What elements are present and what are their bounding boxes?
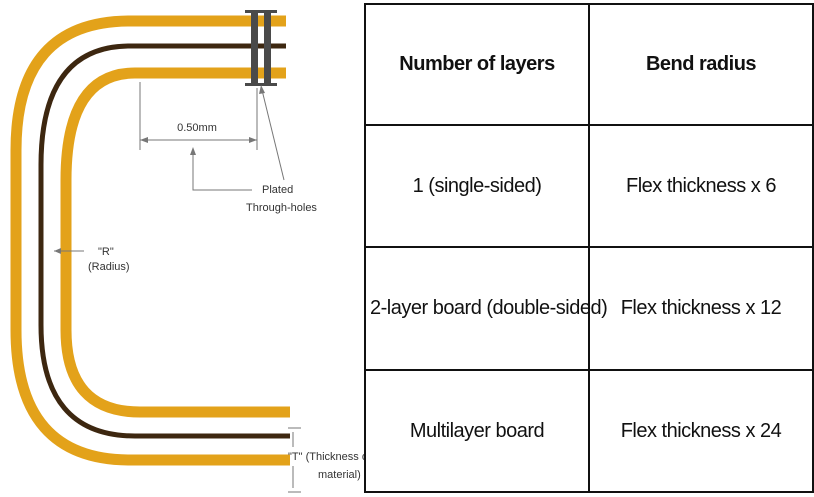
inner-copper-layer: [60, 67, 290, 418]
thickness-label-material: material): [318, 469, 361, 481]
outer-copper-layer: [10, 15, 290, 466]
table-header-row: Number of layers Bend radius: [364, 3, 814, 126]
core-layer: [38, 43, 290, 439]
radius-label-text: (Radius): [88, 261, 130, 273]
header-number-of-layers: Number of layers: [364, 3, 590, 126]
plated-through-hole: [245, 10, 277, 86]
cell-layers: 1 (single-sided): [364, 124, 590, 248]
thickness-bracket: [288, 427, 301, 493]
table-row: 2-layer board (double-sided) Flex thickn…: [364, 246, 814, 371]
via-label-through-holes: Through-holes: [246, 202, 317, 214]
table-row: 1 (single-sided) Flex thickness x 6: [364, 124, 814, 248]
via-label-plated: Plated: [262, 184, 293, 196]
cell-bend-radius: Flex thickness x 12: [588, 246, 814, 371]
cell-layers: 2-layer board (double-sided): [364, 246, 608, 371]
bend-radius-table: Number of layers Bend radius 1 (single-s…: [364, 3, 814, 493]
radius-label-r: "R": [98, 246, 114, 258]
table-row: Multilayer board Flex thickness x 24: [364, 369, 814, 493]
header-bend-radius: Bend radius: [588, 3, 814, 126]
thickness-label-t: "T" (Thickness of: [288, 451, 364, 463]
dimension-marker: [139, 82, 258, 150]
via-callout-leader: [190, 85, 285, 191]
cell-layers: Multilayer board: [364, 369, 590, 493]
cell-bend-radius: Flex thickness x 24: [588, 369, 814, 493]
radius-arrow: [54, 248, 84, 254]
cell-bend-radius: Flex thickness x 6: [588, 124, 814, 248]
dimension-label: 0.50mm: [177, 122, 217, 134]
flex-bend-diagram: 0.50mm Plated Through-holes "R" (Radius)…: [10, 10, 364, 493]
